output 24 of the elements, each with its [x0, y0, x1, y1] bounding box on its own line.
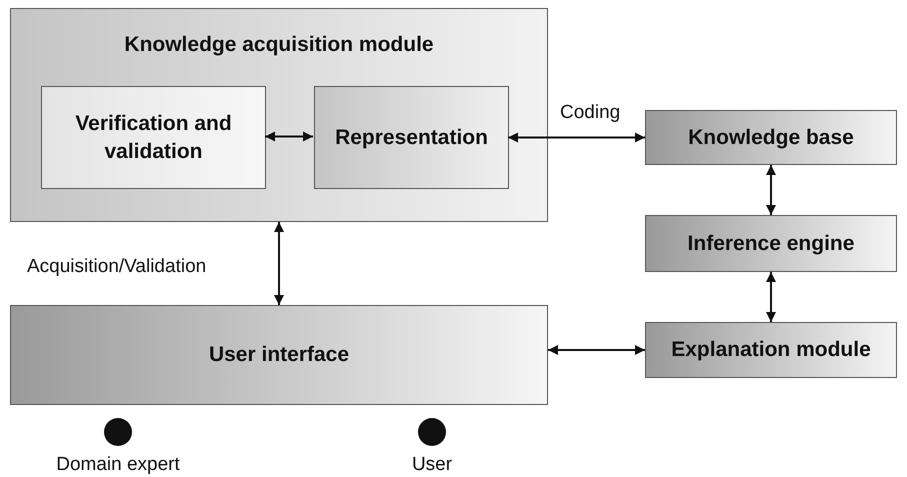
- module-box: [645, 215, 897, 272]
- role-label: Domain expert: [56, 454, 180, 476]
- circle-marker: [104, 418, 132, 446]
- module-box: [10, 305, 548, 405]
- double-arrow: [766, 165, 776, 215]
- module-box: [645, 110, 897, 165]
- module-title: Verification and validation: [74, 111, 233, 164]
- module-box: [314, 86, 509, 189]
- module-title: Explanation module: [671, 337, 871, 364]
- double-arrow: [508, 132, 645, 142]
- double-arrow: [766, 272, 776, 322]
- module-container: [10, 8, 548, 222]
- module-title: User interface: [208, 342, 350, 368]
- module-box: [41, 86, 266, 189]
- module-title: Knowledge acquisition module: [124, 32, 434, 58]
- module-title: Knowledge base: [688, 124, 854, 151]
- module-title: Representation: [335, 124, 488, 151]
- double-arrow: [274, 222, 284, 305]
- role-label: User: [412, 454, 452, 476]
- circle-marker: [418, 418, 446, 446]
- module-box: [645, 322, 897, 378]
- double-arrow: [548, 345, 645, 355]
- module-title: Inference engine: [688, 230, 854, 257]
- double-arrow: [265, 132, 313, 142]
